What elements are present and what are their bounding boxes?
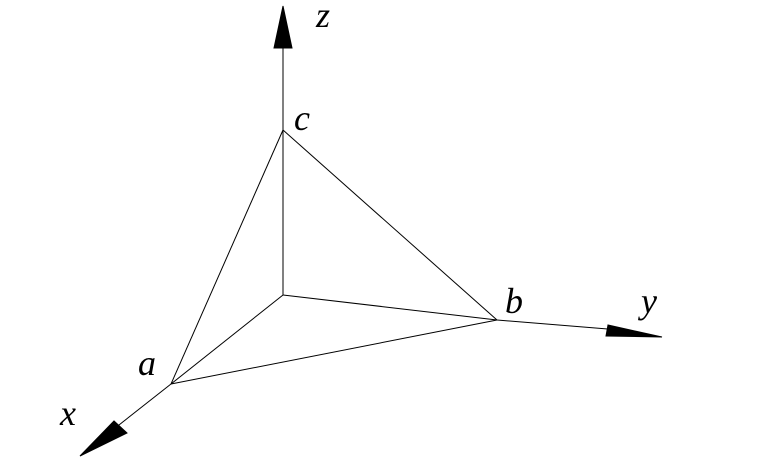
label-x: x [59,393,76,433]
edge-origin-b [282,294,498,321]
edge-origin-a [170,294,284,385]
label-z: z [315,0,330,35]
edge-a-c [170,129,284,385]
label-y: y [638,281,657,321]
label-b: b [505,281,523,321]
label-a: a [138,343,156,383]
y-axis-arrowhead [605,324,663,338]
edge-c-b [282,129,498,321]
label-c: c [294,98,310,138]
y-axis [496,319,621,331]
edge-a-b [170,319,498,385]
z-axis-arrowhead [273,5,293,49]
x-axis-arrowhead [79,420,128,457]
